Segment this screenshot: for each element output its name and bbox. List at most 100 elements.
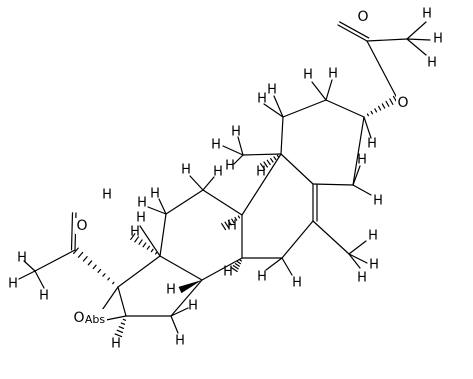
hydrogen-bond [189, 175, 204, 191]
hydrogen-bond [363, 116, 372, 139]
double-bond [337, 24, 368, 42]
hydrogen-bond [406, 38, 431, 41]
label-halo [75, 218, 89, 234]
hydrogen-label: H [137, 196, 147, 211]
bond [159, 255, 203, 281]
hydrogen-bond [352, 165, 361, 186]
hashed-bond-stripe [120, 322, 126, 325]
hashed-bond-stripe [82, 256, 88, 262]
hydrogen-bond [170, 315, 179, 334]
epoxide-oxygen-label: O [73, 310, 84, 326]
hydrogen-bond [23, 260, 36, 272]
hydrogen-bond [352, 184, 372, 196]
hashed-bond-stripe [130, 233, 136, 241]
methyl-bond [366, 38, 408, 42]
hashed-bond-stripe [118, 326, 125, 330]
hydrogen-bond [263, 103, 284, 118]
hydrogen-bond [222, 145, 244, 156]
bond [159, 213, 167, 257]
label-halo [396, 95, 410, 111]
hydrogen-label: H [181, 163, 191, 178]
hydrogen-label: H [223, 265, 233, 280]
bond [241, 153, 282, 216]
hydrogen-label: H [8, 277, 18, 292]
bond [281, 220, 314, 259]
hydrogen-bond [325, 79, 333, 101]
hydrogen-label: H [225, 159, 235, 174]
hashed-bond-stripe [381, 103, 386, 109]
hydrogen-label: H [211, 138, 221, 153]
hydrogen-label: H [175, 334, 185, 349]
hashed-bond-stripe [154, 251, 158, 255]
hydrogen-label: H [256, 165, 266, 180]
bond [165, 189, 204, 215]
hydrogen-label: H [130, 225, 140, 240]
label-halo [67, 309, 107, 326]
hashed-bond-stripe [77, 251, 84, 258]
hashed-bond-stripe [138, 239, 143, 245]
bond [242, 153, 282, 156]
hashed-bond-stripe [92, 264, 97, 270]
hashed-bond-stripe [234, 263, 240, 267]
hydrogen-bond [273, 95, 284, 118]
hashed-bond-stripe [374, 108, 378, 113]
hashed-bond-stripe [234, 216, 238, 221]
hydrogen-bond [311, 81, 327, 101]
bond [280, 153, 314, 185]
bond [312, 183, 354, 186]
hydrogen-bond [348, 240, 367, 255]
hashed-bond-stripe [260, 163, 266, 171]
hydrogen-label: H [369, 258, 379, 273]
bond [170, 279, 203, 317]
hydrogen-label: H [150, 187, 160, 202]
hydrogen-label: H [367, 137, 377, 152]
hydrogen-label: H [357, 153, 367, 168]
hashed-bond-stripe [87, 260, 93, 266]
hashed-bond-stripe [263, 161, 268, 168]
hydrogen-bond [170, 307, 189, 317]
oxygen-label: O [397, 95, 408, 111]
hydrogen-label: H [357, 271, 367, 286]
ester-bond [366, 40, 399, 101]
hydrogen-bond [18, 270, 36, 280]
hashed-bond-stripe [134, 236, 140, 243]
hydrogen-label: H [368, 229, 378, 244]
hydrogen-bond [147, 206, 167, 215]
bond [280, 116, 284, 155]
hydrogen-label: H [17, 251, 27, 266]
hydrogen-bond [281, 257, 293, 276]
hashed-bond-stripe [102, 273, 106, 277]
hashed-bond-stripe [389, 98, 394, 105]
hydrogen-label: H [433, 32, 443, 47]
hashed-bond-stripe [112, 281, 115, 285]
oxygen-label: O [76, 218, 87, 234]
methyl-bond [34, 249, 76, 272]
hydrogen-label: H [292, 276, 302, 291]
methyl-bond [312, 220, 350, 255]
hashed-bond-stripe [366, 113, 369, 117]
hashed-bond-stripe [385, 100, 390, 107]
hydrogen-label: H [427, 56, 437, 71]
hashed-bond-stripe [73, 247, 79, 255]
hydrogen-label: H [227, 219, 237, 234]
hydrogen-bond [139, 225, 161, 257]
hydrogen-label: H [231, 125, 241, 140]
hydrogen-bond [406, 21, 427, 40]
hashed-bond-stripe [232, 265, 239, 270]
hashed-bond-stripe [224, 221, 229, 228]
hydrogen-bond [233, 154, 244, 165]
hashed-bond-stripe [230, 267, 238, 273]
hydrogen-label: H [213, 165, 223, 180]
double-bond [70, 212, 74, 251]
epoxide-bond [105, 315, 127, 321]
hashed-bond-stripe [266, 159, 271, 166]
hydrogen-bond [237, 136, 244, 156]
hydrogen-bond [348, 253, 368, 264]
bond [201, 257, 243, 281]
hydrogen-label: H [257, 270, 267, 285]
hashed-bond-stripe [122, 318, 127, 321]
hydrogen-label: H [373, 194, 383, 209]
bond [202, 189, 243, 216]
hydrogen-label: H [303, 68, 313, 83]
hydrogen-label: H [136, 211, 146, 226]
